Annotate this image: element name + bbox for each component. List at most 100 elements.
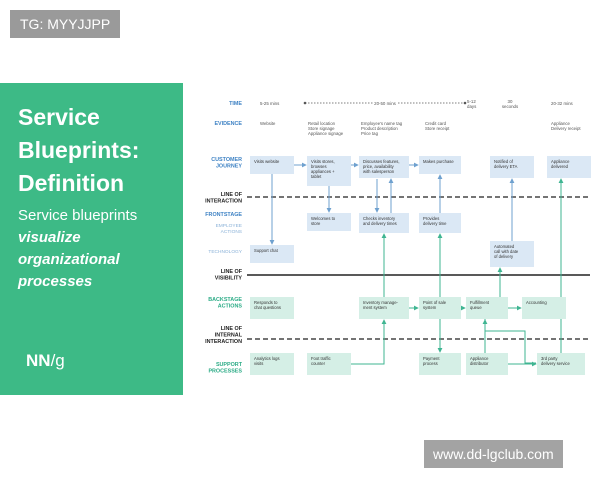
panel-subtitle: Service blueprints visualize organizatio… xyxy=(18,205,178,293)
panel-emphasis-line: organizational xyxy=(18,251,120,268)
box-responds-chat-bg xyxy=(250,297,294,319)
panel-title-line: Service xyxy=(18,104,100,130)
panel-title-line: Blueprints: xyxy=(18,137,140,163)
box-accounting-bg xyxy=(522,297,566,319)
time-span-end xyxy=(463,101,467,105)
box-third-party-delivery-bg xyxy=(537,353,585,375)
box-support-chat-text: Support chat xyxy=(254,248,279,253)
box-accounting-text: Accounting xyxy=(526,300,547,305)
row-label-frontstage: FRONTSTAGE xyxy=(205,212,242,218)
box-foot-traffic-bg xyxy=(307,353,351,375)
box-makes-purchase: Makes purchase xyxy=(419,156,461,174)
box-visits-website: Visits website xyxy=(250,156,294,174)
box-discusses-features-bg xyxy=(359,156,409,178)
watermark-top: TG: MYYJJPP xyxy=(10,10,121,38)
row-label-technology: TECHNOLOGY xyxy=(208,249,242,255)
box-inventory-mgmt: Inventory manage-ment system xyxy=(359,297,409,319)
arrow-support xyxy=(484,319,536,364)
panel-title: Service Blueprints: Definition xyxy=(18,101,178,200)
box-support-chat-bg xyxy=(250,245,294,263)
box-visits-website-bg xyxy=(250,156,294,174)
box-fulfillment-queue-bg xyxy=(466,297,508,319)
box-payment-process-bg xyxy=(419,353,461,375)
evidence-item: Website xyxy=(260,121,276,126)
lines-layer xyxy=(247,101,590,340)
box-automated-call-bg xyxy=(490,241,534,267)
box-checks-inventory-bg xyxy=(359,213,409,233)
row-label-time: TIME xyxy=(229,101,242,107)
logo-nn: NN xyxy=(26,351,51,370)
box-makes-purchase-bg xyxy=(419,156,461,174)
box-provides-delivery-bg xyxy=(419,213,461,233)
box-support-chat: Support chat xyxy=(250,245,294,263)
definition-panel: Service Blueprints: Definition Service b… xyxy=(0,83,183,395)
time-label: 20-32 mins xyxy=(551,101,574,106)
box-notified-delivery-bg xyxy=(490,156,534,178)
box-accounting: Accounting xyxy=(522,297,566,319)
box-visits-stores-bg xyxy=(307,156,351,186)
nng-logo: NN/g xyxy=(26,351,65,371)
box-point-of-sale-bg xyxy=(419,297,461,319)
logo-g: /g xyxy=(50,351,65,370)
watermark-bottom: www.dd-lgclub.com xyxy=(424,440,563,468)
box-makes-purchase-text: Makes purchase xyxy=(423,159,454,164)
row-label-evidence: EVIDENCE xyxy=(214,121,242,127)
time-label: 20-50 mins xyxy=(374,101,397,106)
panel-title-line: Definition xyxy=(18,170,125,196)
time-label: 5-25 mins xyxy=(260,101,280,106)
box-appliance-delivered-bg xyxy=(547,156,591,178)
box-welcomes-store-bg xyxy=(307,213,351,231)
panel-emphasis-line: visualize xyxy=(18,229,81,246)
box-inventory-mgmt-bg xyxy=(359,297,409,319)
box-analytics-logs-bg xyxy=(250,353,294,375)
panel-subtitle-line: Service blueprints xyxy=(18,207,138,224)
box-inventory-mgmt-text: Inventory manage-ment system xyxy=(363,300,399,310)
panel-emphasis-line: processes xyxy=(18,273,93,290)
